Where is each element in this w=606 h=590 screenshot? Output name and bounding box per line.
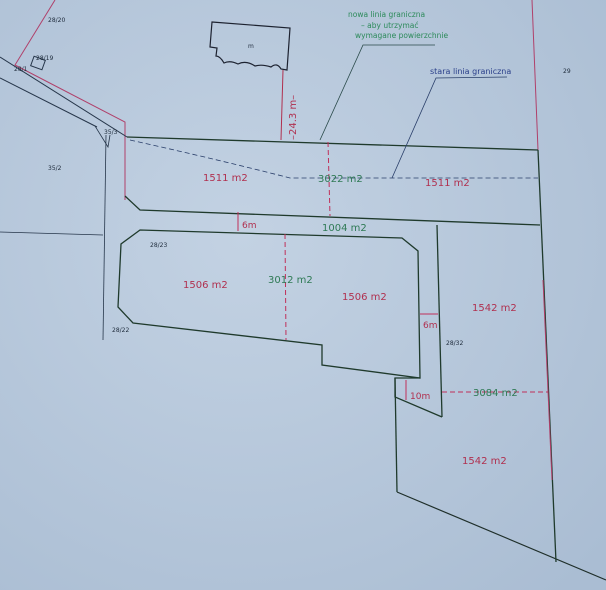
plot-boundaries — [117, 136, 557, 563]
building-mark: m — [248, 43, 254, 50]
area-right-total: 3084 m2 — [473, 388, 518, 399]
parcel-28-23: 28/23 — [150, 242, 167, 249]
note-new-line-1: nowa linia graniczna — [348, 10, 425, 19]
parcel-28-1: 28/1 — [14, 66, 28, 73]
area-right-lower: 1542 m2 — [462, 456, 507, 467]
road-width-6m-1: 6m — [242, 221, 257, 231]
area-top-left: 1511 m2 — [203, 173, 248, 184]
note-new-line-3: wymagane powierzchnie — [355, 31, 448, 40]
division-lines — [284, 141, 548, 393]
parcel-35-3: 35/3 — [104, 129, 118, 136]
parcel-28-19: 28/19 — [36, 55, 53, 62]
old-right-boundary — [542, 279, 553, 481]
road-width-6m-2: 6m — [423, 321, 438, 331]
dimension-line-24m — [280, 69, 284, 141]
area-mid-total: 3012 m2 — [268, 275, 313, 286]
area-top-total: 3022 m2 — [318, 174, 363, 185]
new-line-leader — [319, 44, 435, 141]
road-width-10m: 10m — [410, 392, 430, 402]
old-boundary-line — [129, 139, 538, 179]
existing-building — [209, 21, 291, 71]
note-old-line: stara linia graniczna — [430, 67, 511, 76]
width-markers — [237, 212, 438, 400]
dimension-24-3m: –24.3 m– — [288, 95, 299, 140]
note-new-line-2: – aby utrzymać — [361, 21, 419, 30]
area-mid-right: 1506 m2 — [342, 292, 387, 303]
parcel-35-2: 35/2 — [48, 165, 62, 172]
parcel-29: 29 — [563, 68, 571, 75]
parcel-28-20: 28/20 — [48, 17, 65, 24]
area-top-right: 1511 m2 — [425, 178, 470, 189]
parcel-28-22: 28/22 — [112, 327, 129, 334]
area-right-upper: 1542 m2 — [472, 303, 517, 314]
parcel-28-32: 28/32 — [446, 340, 463, 347]
area-mid-left: 1506 m2 — [183, 280, 228, 291]
area-road: 1004 m2 — [322, 223, 367, 234]
old-line-leader — [391, 76, 508, 179]
